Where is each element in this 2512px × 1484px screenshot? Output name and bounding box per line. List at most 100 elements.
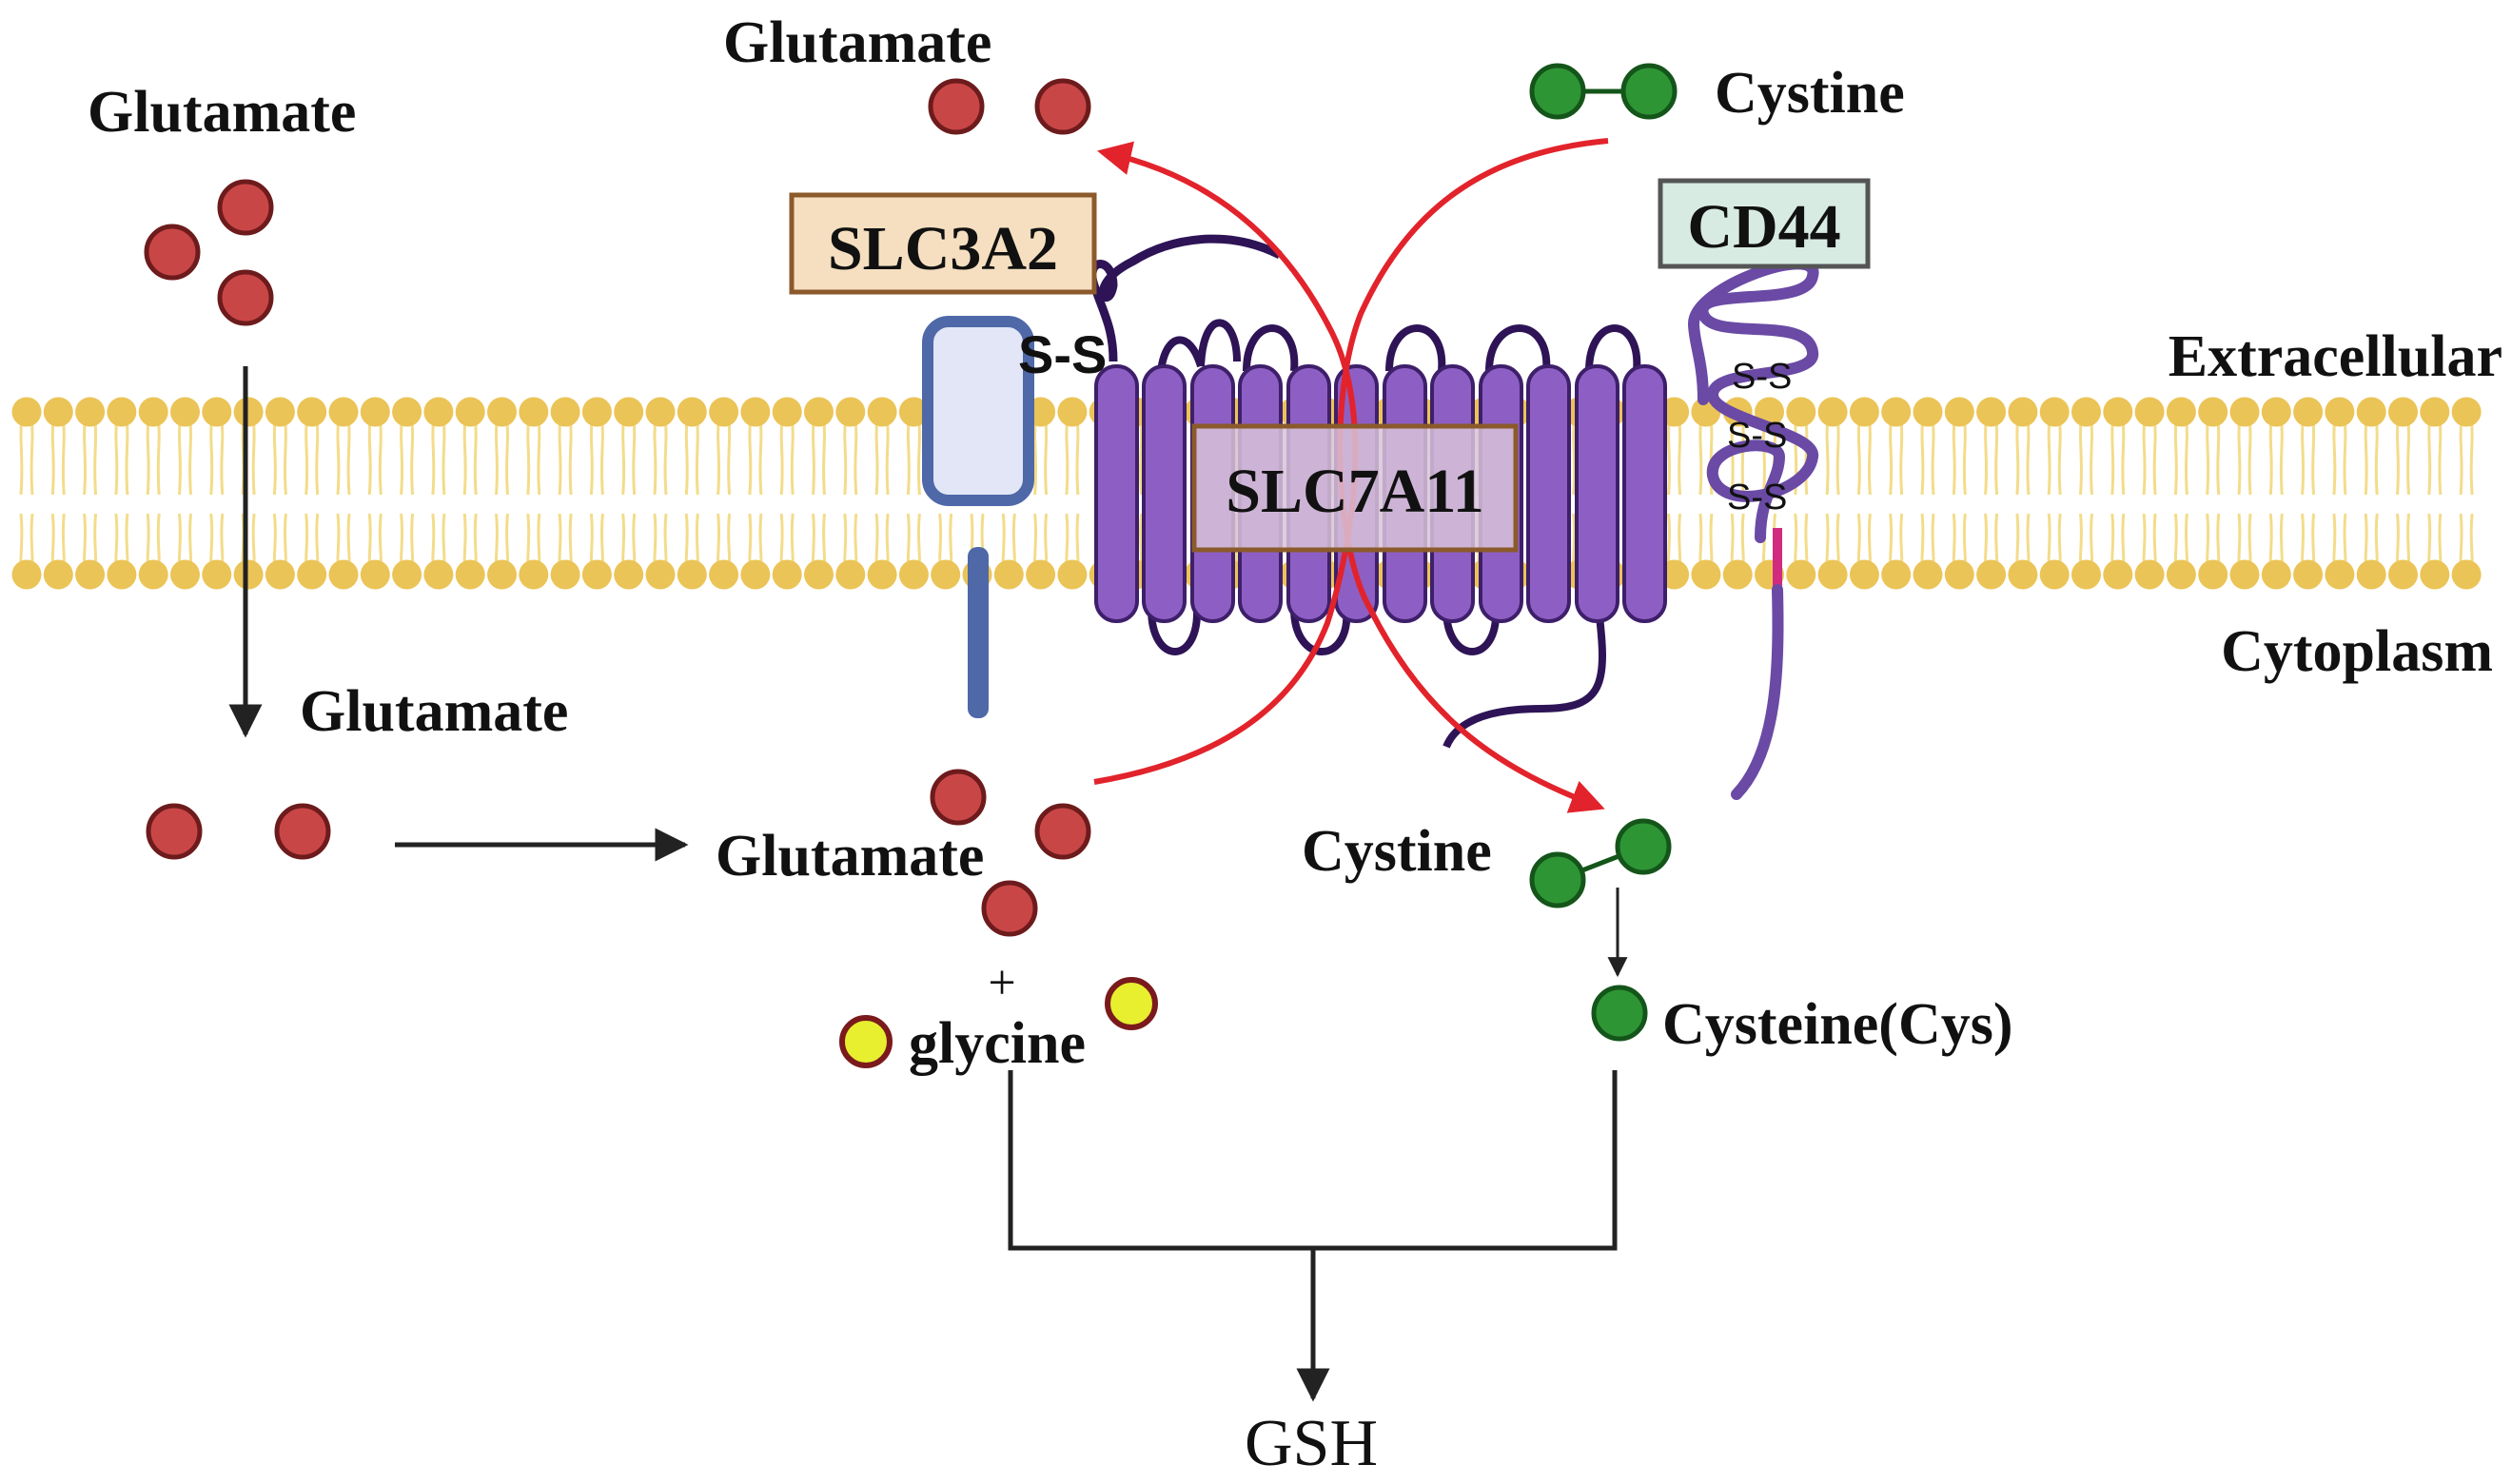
pathway-arrows [228,366,1628,1402]
lipid-head [519,559,549,590]
lipid-head [1913,397,1943,427]
glycine-label: glycine [909,1011,1086,1076]
lipid-head [2008,397,2038,427]
cysteine-label: Cysteine(Cys) [1662,992,2013,1057]
lipid-tail [1856,416,1872,496]
text-labels: Glutamate Glutamate Glutamate Glutamate … [88,10,2502,1480]
lipid-tail [400,416,415,496]
cystine-atom [1620,63,1678,120]
lipid-head [581,559,612,590]
lipid-head [233,397,264,427]
transmembrane-helix [1142,364,1187,623]
lipid-head [2325,559,2355,590]
lipid-head [1976,397,2007,427]
lipid-tail [1065,416,1080,496]
lipid-head [993,559,1024,590]
lipid-tail [558,416,573,496]
lipid-head [1817,559,1848,590]
lipid-tail [748,416,763,496]
cd44-disulfide-2: S-S [1727,416,1787,456]
lipid-head [43,559,73,590]
cd44-cytoplasmic-tail [1731,584,1784,800]
lipid-tail [779,416,795,496]
cd44-label: CD44 [1687,192,1840,262]
lipid-tail [2268,416,2284,496]
lipid-head [772,397,802,427]
slc3a2-disulfide-label: S-S [1018,324,1107,384]
lipid-tail [50,416,66,496]
lipid-tail [178,416,192,496]
glycine-molecule [1105,977,1158,1030]
cystine-intracellular [1529,818,1672,908]
slc7a11-label-box: SLC7A11 [1191,423,1519,553]
transmembrane-helix [1575,364,1619,623]
lipid-head [804,559,834,590]
lipid-head [328,559,359,590]
lipid-tail [209,416,225,496]
slc7a11-intracellular-loop [1148,608,1202,655]
cd44-label-box: CD44 [1658,178,1871,269]
lipid-head [1786,397,1816,427]
slc3a2-stalk [968,547,989,718]
cytoplasm-label: Cytoplasm [2221,619,2493,684]
lipid-tail [114,416,129,496]
lipid-head [677,559,707,590]
lipid-head [2039,559,2070,590]
glutamate-extracellular-label: Glutamate [88,80,356,145]
lipid-head [2198,397,2228,427]
lipid-head [1057,397,1088,427]
lipid-tail [716,416,732,496]
lipid-head [75,397,106,427]
lipid-head [709,397,739,427]
lipid-head [107,397,137,427]
lipid-head [2356,559,2386,590]
glutamate-molecule [1034,803,1091,860]
lipid-head [2451,397,2482,427]
lipid-head [2293,397,2324,427]
glutamate-molecules [144,78,1091,937]
lipid-tail [2396,416,2410,496]
lipid-head [1944,397,1974,427]
lipid-head [487,559,517,590]
lipid-tail [2173,416,2188,496]
lipid-head [487,397,517,427]
lipid-head [2134,559,2165,590]
lipid-head [1913,559,1943,590]
cystine-intracellular-label: Cystine [1302,819,1492,884]
lipid-head [898,397,929,427]
lipid-head [360,559,390,590]
lipid-head [1881,559,1912,590]
lipid-tail [1033,416,1049,496]
lipid-tail [1825,416,1840,496]
lipid-head [202,397,232,427]
glutamate-molecule [1034,78,1091,135]
lipid-tail [906,416,921,496]
lipid-tail [462,416,478,496]
slc3a2-label: SLC3A2 [828,214,1058,283]
glutamate-molecule [274,803,331,860]
lipid-head [867,559,897,590]
lipid-head [2166,397,2196,427]
lipid-head [772,559,802,590]
lipid-head [423,397,454,427]
lipid-head [835,397,866,427]
lipid-head [2103,397,2133,427]
lipid-tail [2142,416,2157,496]
lipid-head [107,559,137,590]
slc3a2-linker-loop [1088,234,1283,362]
lipid-tail [272,416,287,496]
glutamate-molecule [144,224,201,281]
lipid-head [75,559,106,590]
lipid-tail [653,416,668,496]
lipid-head [392,559,422,590]
lipid-head [1691,559,1721,590]
lipid-head [202,559,232,590]
lipid-tail [2332,416,2347,496]
glutamate-molecule [217,269,274,326]
lipid-head [455,397,485,427]
lipid-tail [843,416,858,496]
lipid-head [931,559,961,590]
lipid-head [677,397,707,427]
lipid-tail [526,416,541,496]
